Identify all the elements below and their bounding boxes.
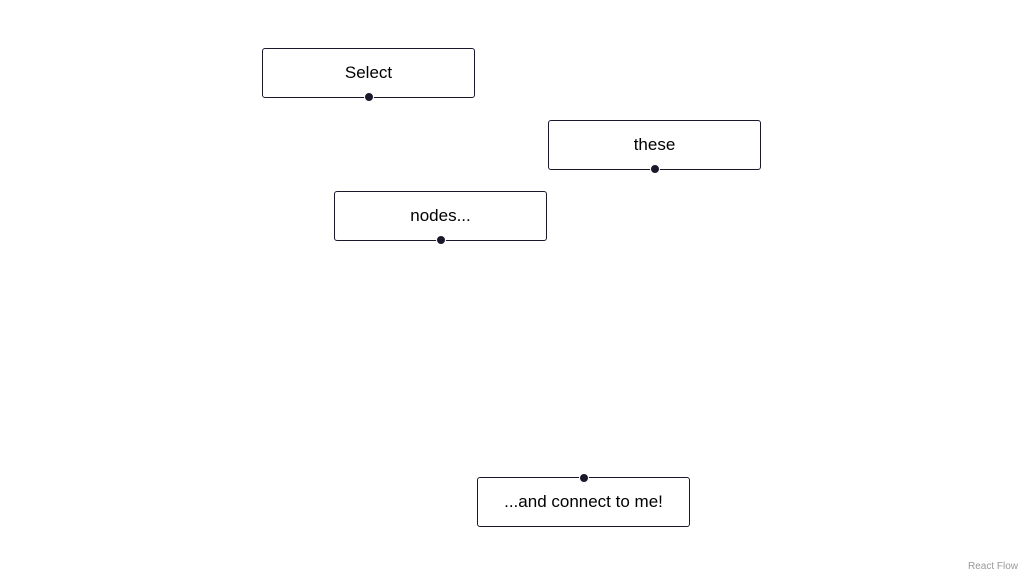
flow-node-nodes[interactable]: nodes... <box>334 191 547 245</box>
flow-node-connect-target[interactable]: ...and connect to me! <box>477 473 690 527</box>
flow-node-select[interactable]: Select <box>262 48 475 102</box>
node-label: nodes... <box>410 206 471 225</box>
flow-node-these[interactable]: these <box>548 120 761 174</box>
source-handle[interactable] <box>649 164 660 174</box>
react-flow-attribution-link[interactable]: React Flow <box>964 559 1021 574</box>
node-label: Select <box>344 63 393 82</box>
source-handle[interactable] <box>435 235 446 245</box>
source-handle[interactable] <box>363 92 374 102</box>
node-label: these <box>633 135 676 154</box>
target-handle[interactable] <box>578 473 589 483</box>
node-label: ...and connect to me! <box>504 492 663 511</box>
